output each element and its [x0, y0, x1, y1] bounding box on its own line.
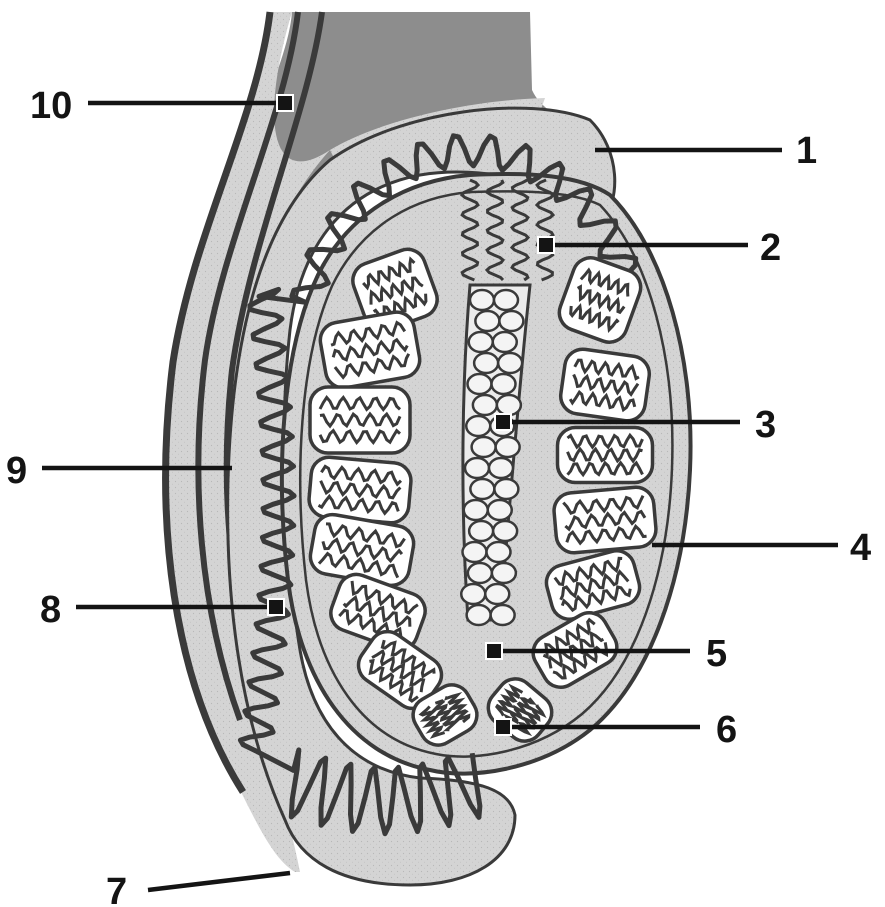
rete-cell: [469, 332, 493, 352]
label-4: 4: [850, 527, 871, 569]
marker-10: [277, 95, 293, 111]
rete-cell: [499, 311, 523, 331]
rete-cell: [496, 437, 520, 457]
rete-cell: [493, 332, 517, 352]
rete-cell: [466, 416, 490, 436]
rete-cell: [492, 374, 516, 394]
lobule: [317, 309, 422, 390]
rete-cell: [493, 521, 517, 541]
marker-8: [268, 599, 284, 615]
rete-cell: [488, 500, 512, 520]
label-8: 8: [40, 589, 61, 631]
marker-5: [486, 643, 502, 659]
leader-line-7: [148, 873, 290, 890]
rete-cell: [485, 584, 509, 604]
marker-6: [495, 719, 511, 735]
rete-cell: [468, 563, 492, 583]
rete-cell: [463, 542, 487, 562]
rete-cell: [497, 395, 521, 415]
label-1: 1: [796, 130, 817, 172]
lobule: [308, 456, 413, 524]
rete-cell: [494, 479, 518, 499]
marker-3: [495, 414, 511, 430]
rete-cell: [465, 458, 489, 478]
rete-cell: [489, 458, 513, 478]
rete-cell: [473, 395, 497, 415]
rete-cell: [492, 563, 516, 583]
lobule: [558, 428, 653, 483]
lobule: [553, 486, 658, 554]
rete-cell: [470, 290, 494, 310]
rete-cell: [472, 437, 496, 457]
label-5: 5: [706, 633, 727, 675]
rete-cell: [464, 500, 488, 520]
label-10: 10: [30, 85, 72, 127]
label-6: 6: [716, 709, 737, 751]
rete-cell: [461, 584, 485, 604]
label-3: 3: [755, 404, 776, 446]
label-7: 7: [106, 871, 127, 907]
rete-cell: [487, 542, 511, 562]
rete-cell: [474, 353, 498, 373]
lobule: [310, 387, 410, 453]
marker-2: [538, 237, 554, 253]
rete-cell: [494, 290, 518, 310]
label-2: 2: [760, 227, 781, 269]
rete-cell: [491, 605, 515, 625]
rete-cell: [468, 374, 492, 394]
rete-cell: [475, 311, 499, 331]
label-9: 9: [6, 450, 27, 492]
lobule: [558, 347, 651, 423]
rete-cell: [470, 479, 494, 499]
rete-cell: [467, 605, 491, 625]
rete-cell: [469, 521, 493, 541]
rete-cell: [498, 353, 522, 373]
